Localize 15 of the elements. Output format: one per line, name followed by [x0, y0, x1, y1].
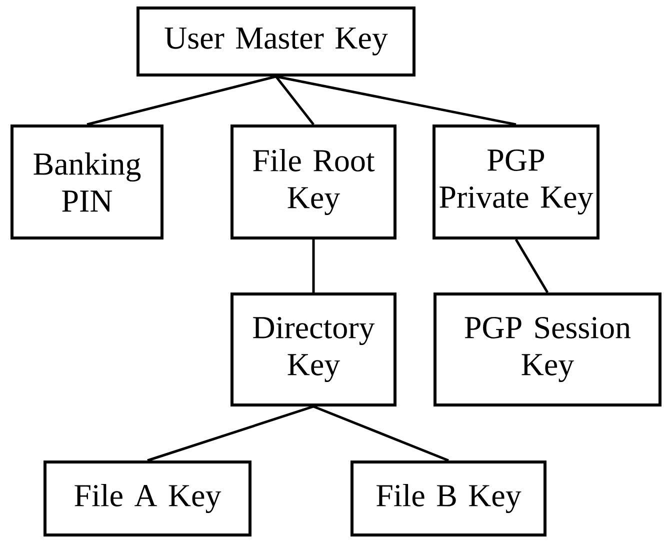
connector-line	[86, 75, 276, 126]
key-box: User Master Key	[136, 6, 416, 76]
key-box: Directory Key	[230, 292, 396, 406]
key-box: File B Key	[350, 460, 546, 536]
connector-line	[147, 405, 314, 462]
connector-line	[514, 238, 549, 294]
connector-line	[312, 240, 315, 292]
key-box: PGP Private Key	[432, 124, 600, 240]
key-box: PGP Session Key	[434, 292, 662, 406]
key-box: File Root Key	[230, 124, 396, 240]
key-box: File A Key	[44, 460, 252, 536]
connector-line	[313, 405, 449, 462]
key-box: Banking PIN	[10, 124, 164, 240]
connector-line	[276, 75, 516, 126]
connector-line	[275, 76, 314, 126]
